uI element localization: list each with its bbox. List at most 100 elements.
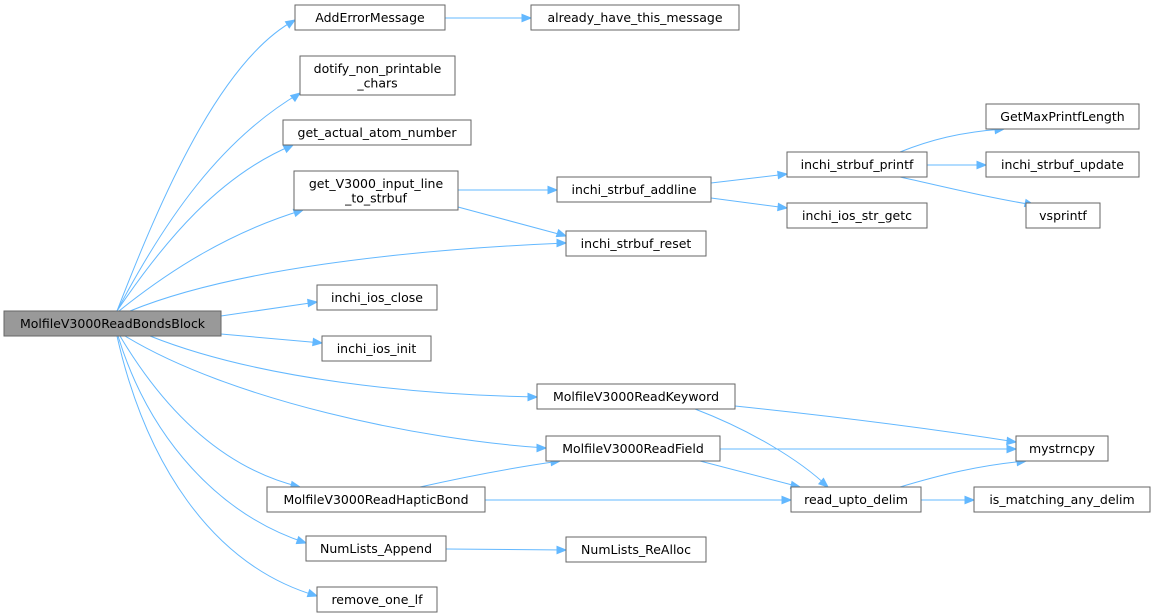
node-matching[interactable]: is_matching_any_delim [973,486,1151,513]
node-get-atom[interactable]: get_actual_atom_number [282,119,472,146]
edge-line [117,335,307,544]
edge-upto-to-matching [921,495,976,505]
node-printf[interactable]: inchi_strbuf_printf [786,151,928,178]
node-label: get_actual_atom_number [298,125,458,140]
edge-root-to-add_error [116,19,297,312]
node-label: get_V3000_input_line [309,176,444,191]
node-vsprintf[interactable]: vsprintf [1025,202,1101,229]
node-label: GetMaxPrintfLength [1000,109,1124,124]
node-already[interactable]: already_have_this_message [530,4,740,31]
node-box [3,310,222,337]
arrowhead [555,228,568,238]
node-box [294,4,446,31]
node-label: dotify_non_printable [314,61,442,76]
edge-line [116,335,318,597]
node-append[interactable]: NumLists_Append [305,535,447,562]
arrowhead [777,170,789,180]
arrowhead [556,545,568,555]
node-reset[interactable]: inchi_strbuf_reset [565,230,707,257]
edge-addline-to-getc [710,197,789,212]
node-box [565,230,707,257]
edge-get_v3000-to-reset [457,206,568,238]
node-root[interactable]: MolfileV3000ReadBondsBlock [3,310,222,337]
node-label: inchi_strbuf_addline [571,182,696,197]
node-ios-close[interactable]: inchi_ios_close [316,284,438,311]
edge-line [116,144,294,312]
edge-printf-to-vsprintf [899,176,1036,208]
node-label: remove_one_lf [331,592,423,607]
edge-line [899,128,1005,153]
node-box [1025,202,1101,229]
arrowhead [282,144,295,154]
arrowhead [527,392,539,402]
arrowhead [306,588,319,598]
node-upto[interactable]: read_upto_delim [790,486,922,513]
node-box [299,55,456,96]
node-mystrncpy[interactable]: mystrncpy [1015,435,1109,462]
edge-root-to-ios_init [220,333,324,347]
node-getc[interactable]: inchi_ios_str_getc [786,202,928,229]
edge-root-to-haptic [119,335,302,490]
arrowhead [536,443,548,453]
node-label: inchi_ios_close [331,290,423,305]
arrowhead [817,477,830,488]
node-label: MolfileV3000ReadBondsBlock [20,316,206,331]
edge-printf-to-update [927,160,988,170]
node-box [985,151,1140,178]
arrowhead [289,92,302,103]
node-get-v3000[interactable]: get_V3000_input_line_to_strbuf [293,170,459,211]
node-maxprintf[interactable]: GetMaxPrintfLength [985,103,1140,130]
node-box [786,151,928,178]
edge-read_field-to-upto [699,460,802,490]
node-box [1015,435,1109,462]
edge-line [129,242,567,312]
node-box [293,170,459,211]
arrowhead [556,238,568,248]
node-box [790,486,922,513]
node-label: already_have_this_message [547,10,722,25]
node-label: inchi_strbuf_printf [801,157,914,172]
edge-line [699,460,801,488]
arrowhead [777,202,789,212]
node-box [282,119,472,146]
node-label: _to_strbuf [344,190,407,205]
arrowhead [284,19,297,29]
arrowhead [964,495,976,505]
edge-line [220,333,323,344]
arrowhead [295,535,308,545]
node-ios-init[interactable]: inchi_ios_init [321,335,432,362]
node-box [556,176,712,203]
node-read-keyword[interactable]: MolfileV3000ReadKeyword [536,383,736,410]
edge-line [710,197,788,209]
edge-line [899,460,1027,488]
node-realloc[interactable]: NumLists_ReAlloc [565,536,707,563]
edge-root-to-read_keyword [149,335,539,402]
node-addline[interactable]: inchi_strbuf_addline [556,176,712,203]
node-box [321,335,432,362]
node-update[interactable]: inchi_strbuf_update [985,151,1140,178]
edge-line [899,176,1035,206]
edge-line [124,335,547,449]
node-box [536,383,736,410]
node-label: mystrncpy [1029,441,1096,456]
node-label: MolfileV3000ReadKeyword [553,389,719,404]
edge-add_error-to-already [445,13,533,23]
node-label: read_upto_delim [804,492,908,507]
edge-line [734,405,1017,443]
edge-line [457,206,567,237]
node-label: inchi_ios_init [337,341,417,356]
node-dotify[interactable]: dotify_non_printable_chars [299,55,456,96]
arrowhead [976,160,988,170]
edge-read_keyword-to-upto [694,408,830,488]
node-box [266,486,486,513]
node-haptic[interactable]: MolfileV3000ReadHapticBond [266,486,486,513]
node-box [305,535,447,562]
edge-printf-to-maxprintf [899,125,1006,153]
edge-read_keyword-to-mystrncpy [734,405,1018,446]
node-remove-lf[interactable]: remove_one_lf [316,586,438,613]
edge-root-to-dotify [116,92,302,312]
arrowhead [307,298,319,308]
node-read-field[interactable]: MolfileV3000ReadField [545,435,721,462]
edge-line [710,173,788,184]
node-add-error[interactable]: AddErrorMessage [294,4,446,31]
